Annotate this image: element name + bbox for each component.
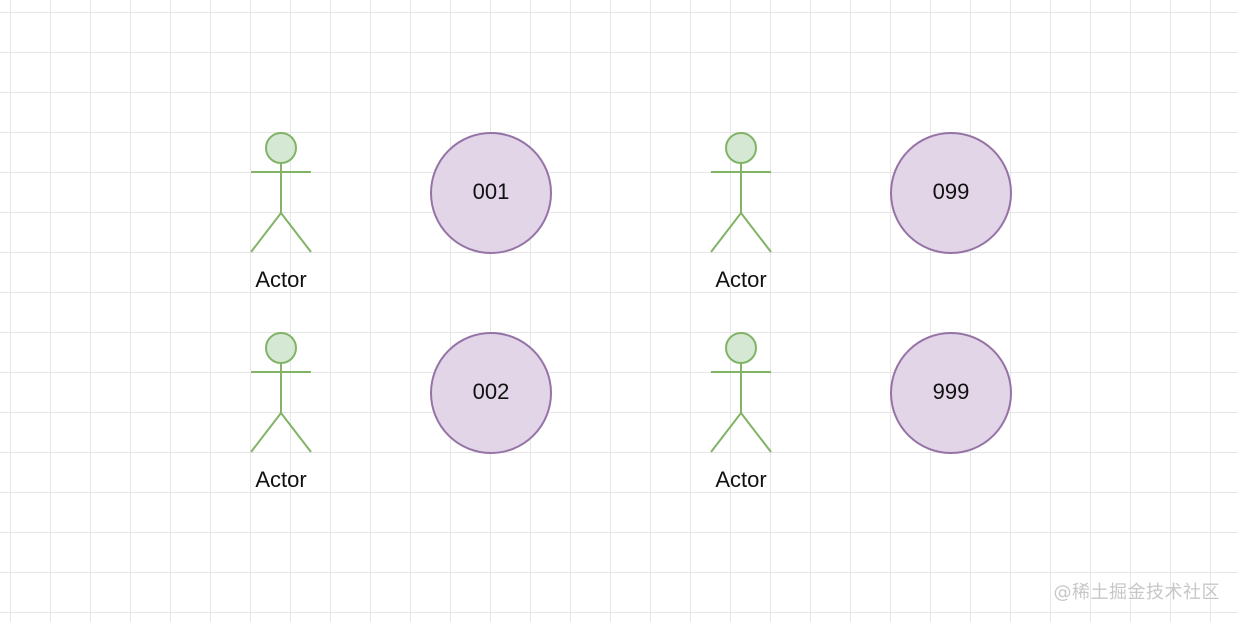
circle-node-099-label: 099	[933, 179, 970, 204]
circle-node-002-label: 002	[473, 379, 510, 404]
actor-2[interactable]: Actor	[250, 332, 312, 492]
watermark-text: @稀土掘金技术社区	[1053, 582, 1220, 603]
circle-node-099[interactable]: 099	[890, 132, 1012, 254]
circle-node-001[interactable]: 001	[430, 132, 552, 254]
circle-node-001-label: 001	[473, 179, 510, 204]
actor-1-label: Actor	[255, 267, 306, 292]
actor-3[interactable]: Actor	[710, 132, 772, 292]
actor-4[interactable]: Actor	[710, 332, 772, 492]
circle-node-002[interactable]: 002	[430, 332, 552, 454]
actor-2-label: Actor	[255, 467, 306, 492]
actor-3-label: Actor	[715, 267, 766, 292]
actor-1[interactable]: Actor	[250, 132, 312, 292]
circle-node-999-label: 999	[933, 379, 970, 404]
circle-node-999[interactable]: 999	[890, 332, 1012, 454]
actor-4-label: Actor	[715, 467, 766, 492]
